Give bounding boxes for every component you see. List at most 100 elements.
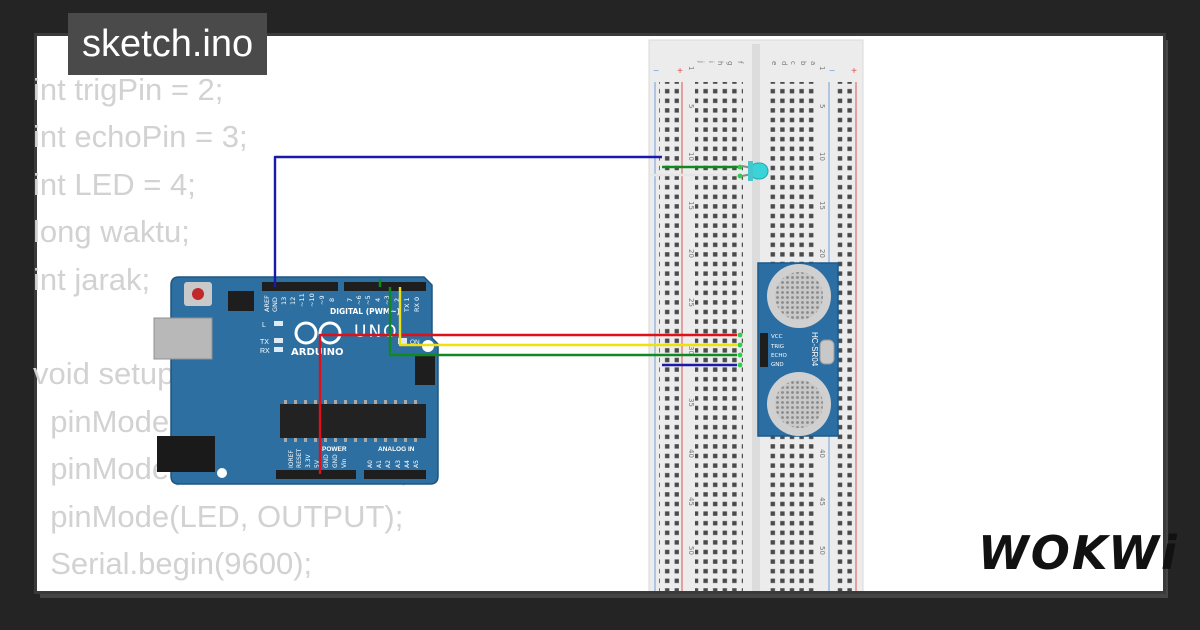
pin-label: IOREF bbox=[288, 450, 295, 468]
analog-label: ANALOG IN bbox=[378, 446, 415, 453]
pin-label: GND bbox=[323, 454, 330, 468]
pin-label: 3.3V bbox=[305, 453, 312, 468]
col-letter: d bbox=[780, 61, 788, 65]
power-jack bbox=[157, 436, 215, 472]
digital-header-left[interactable] bbox=[262, 282, 338, 291]
pin-label: GND bbox=[271, 297, 279, 312]
model-text: UNO bbox=[354, 322, 399, 342]
pin-label: 4 bbox=[374, 298, 382, 302]
wire-5v-red bbox=[318, 333, 737, 474]
row-number: 15 bbox=[818, 201, 826, 210]
pin-label: A0 bbox=[367, 460, 374, 468]
wires[interactable] bbox=[273, 155, 741, 474]
rail-plus-left: + bbox=[677, 66, 683, 77]
row-number: 20 bbox=[818, 249, 826, 258]
digital-header-right[interactable] bbox=[344, 282, 426, 291]
row-number: 35 bbox=[687, 398, 695, 407]
wire-trig-yellow bbox=[398, 287, 737, 347]
arduino-uno-board[interactable]: AREF GND 13 12 ~11 ~10 ~9 8 7 ~6 ~5 4 ~3… bbox=[153, 276, 439, 485]
sensor-pin-label: GND bbox=[771, 362, 784, 368]
row-number: 50 bbox=[818, 546, 826, 555]
row-number: 40 bbox=[818, 449, 826, 458]
pin-label: A1 bbox=[376, 460, 383, 468]
col-letter: h bbox=[716, 61, 724, 65]
pin-label: RESET bbox=[296, 448, 303, 468]
code-line: long waktu; bbox=[33, 214, 190, 250]
row-number: 5 bbox=[818, 104, 826, 108]
on-label: ON bbox=[410, 339, 420, 346]
power-label: POWER bbox=[322, 446, 347, 453]
code-line: int LED = 4; bbox=[33, 166, 196, 202]
wokwi-logo: WOKWi bbox=[978, 526, 1179, 580]
pin-label: TX 1 bbox=[403, 297, 411, 313]
row-number: 45 bbox=[818, 497, 826, 506]
sensor-pin-label: VCC bbox=[771, 334, 783, 340]
col-letter: g bbox=[726, 61, 734, 65]
row-number: 20 bbox=[687, 249, 695, 258]
col-letter: e bbox=[770, 61, 778, 65]
arduino-logo bbox=[294, 321, 342, 345]
sensor-pin-label: ECHO bbox=[771, 353, 787, 359]
row-number: 10 bbox=[687, 152, 695, 161]
pin-label: A4 bbox=[404, 460, 411, 468]
col-letter: i bbox=[707, 61, 715, 63]
pin-label: A2 bbox=[385, 460, 392, 468]
microcontroller-chip bbox=[280, 404, 426, 438]
pin-label: A3 bbox=[395, 460, 402, 468]
row-number: 50 bbox=[687, 546, 695, 555]
pin-label: ~5 bbox=[364, 295, 372, 305]
pin-label: 12 bbox=[289, 297, 297, 305]
row-number: 5 bbox=[687, 104, 695, 108]
pin-label: A5 bbox=[413, 460, 420, 468]
col-letter: f bbox=[736, 61, 744, 64]
power-header[interactable] bbox=[276, 470, 356, 479]
col-letter: a bbox=[809, 61, 817, 65]
rail-minus-left: − bbox=[653, 66, 659, 77]
pin-label: 2 bbox=[393, 298, 401, 302]
pin-label: 13 bbox=[280, 297, 288, 305]
row-number: 30 bbox=[687, 346, 695, 355]
led-label-l: L bbox=[262, 322, 266, 329]
pin-label: AREF bbox=[263, 295, 271, 312]
pin-label: ~3 bbox=[383, 295, 391, 305]
ultrasonic-sensor[interactable]: HC-SR04 VCC TRIG ECHO GND bbox=[757, 262, 839, 437]
filename-badge: sketch.ino bbox=[68, 13, 268, 75]
pin-label: ~9 bbox=[318, 295, 326, 305]
row-number: 1 bbox=[818, 66, 826, 70]
pin-label: 7 bbox=[346, 298, 354, 302]
wire-gnd-blue bbox=[273, 155, 662, 287]
col-letter: b bbox=[799, 61, 807, 66]
code-line: int jarak; bbox=[33, 261, 151, 297]
row-number: 25 bbox=[687, 298, 695, 307]
code-line: pinMode(LED, OUTPUT); bbox=[33, 498, 404, 534]
rail-plus-right: + bbox=[851, 66, 857, 77]
logo-text: ARDUINO bbox=[291, 347, 343, 358]
row-number: 45 bbox=[687, 497, 695, 506]
code-line: int trigPin = 2; bbox=[33, 72, 224, 107]
row-number: 10 bbox=[818, 152, 826, 161]
pin-label: GND bbox=[332, 454, 339, 468]
analog-header[interactable] bbox=[364, 470, 426, 479]
wire-echo-green bbox=[388, 287, 737, 357]
pin-label: 5V bbox=[314, 459, 321, 468]
usb-connector bbox=[153, 317, 213, 360]
pin-label: ~6 bbox=[355, 295, 363, 305]
col-letter: j bbox=[697, 60, 705, 63]
pin-label: RX 0 bbox=[413, 297, 421, 312]
sensor-model: HC-SR04 bbox=[810, 332, 819, 367]
pin-label: 8 bbox=[328, 298, 336, 302]
pin-label: ~11 bbox=[298, 293, 306, 307]
led-label-tx: TX bbox=[260, 339, 269, 346]
led[interactable] bbox=[741, 161, 769, 181]
code-line: int echoPin = 3; bbox=[33, 119, 248, 155]
col-letter: c bbox=[789, 61, 797, 65]
digital-header-label: DIGITAL (PWM~) bbox=[330, 307, 400, 316]
pin-label: ~10 bbox=[308, 293, 316, 307]
pin-label: Vin bbox=[341, 458, 348, 468]
row-number: 15 bbox=[687, 201, 695, 210]
code-line: Serial.begin(9600); bbox=[33, 546, 313, 582]
row-number: 1 bbox=[687, 66, 695, 70]
led-label-rx: RX bbox=[260, 348, 270, 355]
rail-minus-right: − bbox=[829, 66, 835, 77]
